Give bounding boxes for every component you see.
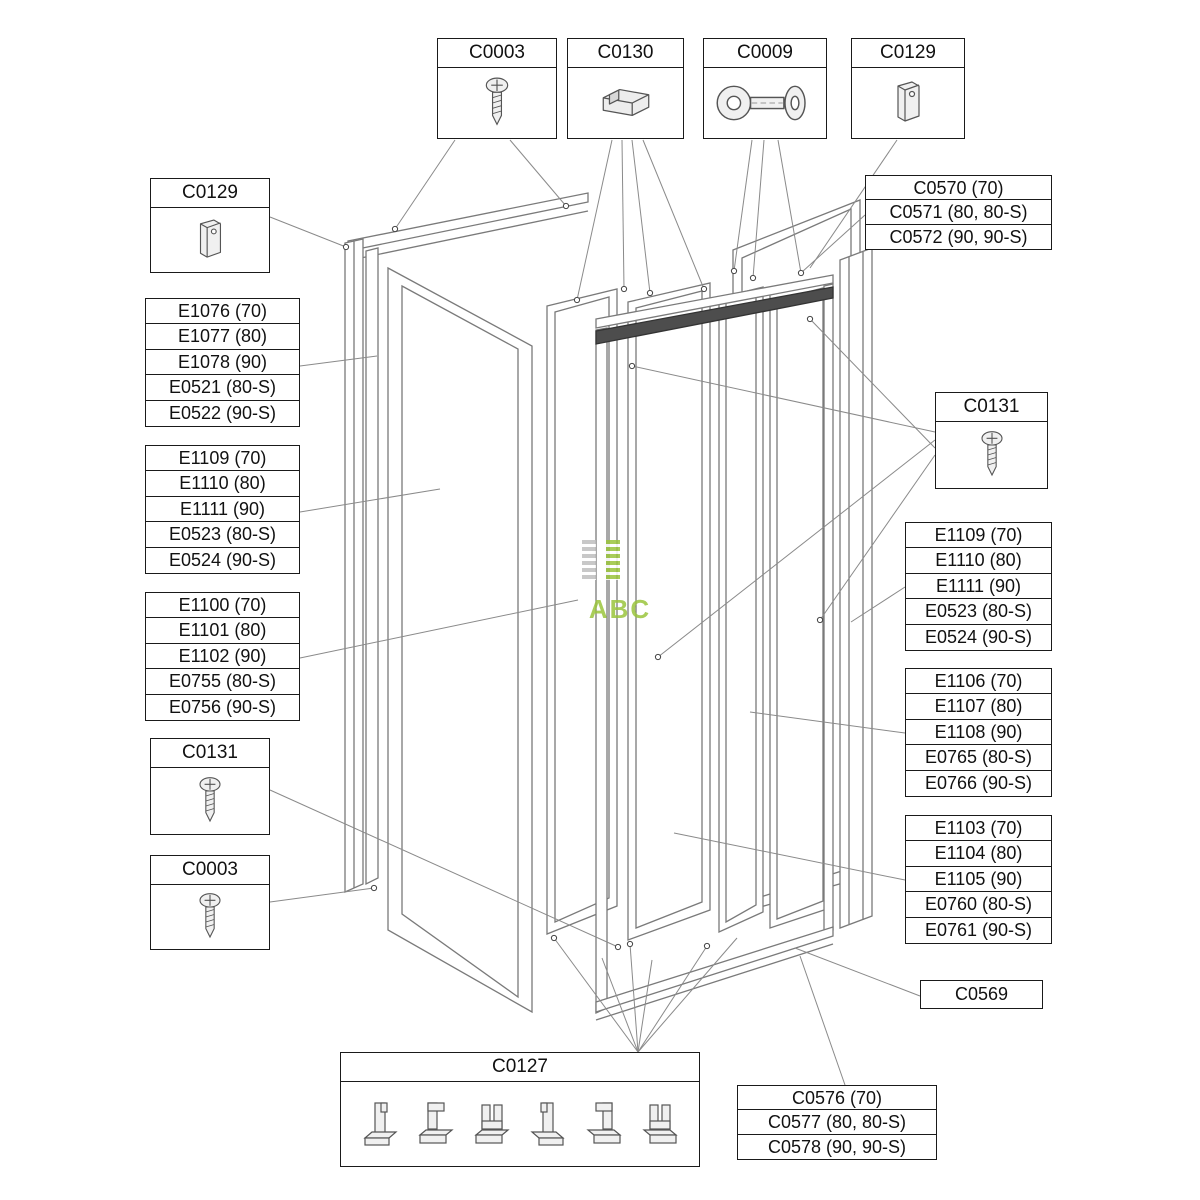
label-group-door-panel: E1103 (70) E1104 (80) E1105 (90) E0760 (… <box>905 815 1052 944</box>
part-label: E1111 (90) <box>145 495 300 523</box>
label-group-fixed-panel-right: E1109 (70) E1110 (80) E1111 (90) E0523 (… <box>905 522 1052 651</box>
part-box-c0131-left: C0131 <box>150 738 270 835</box>
part-label: E1110 (80) <box>145 470 300 498</box>
bracket-icon <box>897 81 920 122</box>
part-label: E1108 (90) <box>905 718 1052 746</box>
guide-icon <box>530 1102 565 1146</box>
part-label: E0522 (90-S) <box>145 399 300 427</box>
guide-icon <box>586 1102 622 1144</box>
bottom-rail <box>595 926 834 1013</box>
part-box-c0131-right: C0131 <box>935 392 1048 489</box>
label-group-wall-profiles: E1076 (70) E1077 (80) E1078 (90) E0521 (… <box>145 298 300 427</box>
part-label: E1106 (70) <box>905 668 1052 695</box>
part-label: E1107 (80) <box>905 693 1052 721</box>
part-label: E0755 (80-S) <box>145 668 300 696</box>
guide-icon <box>474 1104 510 1144</box>
watermark-text: ABC <box>588 594 652 624</box>
label-group-door-left: E1100 (70) E1101 (80) E1102 (90) E0755 (… <box>145 592 300 721</box>
part-box-c0129-top: C0129 <box>851 38 965 139</box>
screw-icon <box>199 777 221 823</box>
part-label: C0576 (70) <box>737 1085 937 1111</box>
part-label: E1105 (90) <box>905 865 1052 893</box>
part-label: C0127 <box>341 1053 699 1082</box>
part-label: E1101 (80) <box>145 617 300 645</box>
part-label: E0524 (90-S) <box>145 546 300 574</box>
part-label: C0129 <box>151 179 269 208</box>
part-label: C0578 (90, 90-S) <box>737 1133 937 1160</box>
top-rail-outline <box>595 274 834 329</box>
guide-icon <box>418 1102 454 1144</box>
part-label: E1076 (70) <box>145 298 300 325</box>
part-label: C0577 (80, 80-S) <box>737 1109 937 1136</box>
watermark: ABC <box>540 540 700 650</box>
part-label: E1109 (70) <box>145 445 300 472</box>
part-label: E0523 (80-S) <box>145 521 300 549</box>
top-left-rail <box>347 192 589 252</box>
part-box-c0009: C0009 <box>703 38 827 139</box>
part-label: C0130 <box>568 39 683 68</box>
part-label: E0521 (80-S) <box>145 374 300 402</box>
screw-icon <box>485 77 509 126</box>
part-label: E0766 (90-S) <box>905 769 1052 797</box>
screw-icon <box>199 893 221 939</box>
label-group-top-rail: C0570 (70) C0571 (80, 80-S) C0572 (90, 9… <box>865 175 1052 250</box>
part-label: E0523 (80-S) <box>905 598 1052 626</box>
part-box-c0003-left: C0003 <box>150 855 270 950</box>
part-label: E0765 (80-S) <box>905 744 1052 772</box>
frame-upright-left <box>595 327 608 1015</box>
bracket-icon <box>199 219 222 258</box>
label-group-middle-panel: E1106 (70) E1107 (80) E1108 (90) E0765 (… <box>905 668 1052 797</box>
part-label: C0131 <box>151 739 269 768</box>
roller-icon <box>716 85 806 121</box>
screw-icon <box>980 431 1003 477</box>
part-box-c0569: C0569 <box>920 980 1043 1009</box>
part-label: E1102 (90) <box>145 642 300 670</box>
part-label: C0129 <box>852 39 964 68</box>
part-label: E1078 (90) <box>145 348 300 376</box>
part-box-c0003-top: C0003 <box>437 38 557 139</box>
guide-icon <box>363 1102 398 1146</box>
part-label: C0570 (70) <box>865 175 1052 201</box>
part-label: C0003 <box>151 856 269 885</box>
part-label: E0524 (90-S) <box>905 623 1052 651</box>
part-label: E0760 (80-S) <box>905 891 1052 919</box>
part-label: E1100 (70) <box>145 592 300 619</box>
part-label: E1109 (70) <box>905 522 1052 549</box>
part-label: E1077 (80) <box>145 323 300 351</box>
part-box-c0129-left: C0129 <box>150 178 270 273</box>
part-label: E1110 (80) <box>905 547 1052 575</box>
part-label: C0572 (90, 90-S) <box>865 223 1052 250</box>
part-label: E1104 (80) <box>905 840 1052 868</box>
part-label: C0131 <box>936 393 1047 422</box>
guide-icon <box>642 1104 678 1144</box>
label-group-fixed-panel-left: E1109 (70) E1110 (80) E1111 (90) E0523 (… <box>145 445 300 574</box>
part-label: E1103 (70) <box>905 815 1052 842</box>
part-box-c0130: C0130 <box>567 38 684 139</box>
glider-icon <box>602 88 649 117</box>
part-label: E0761 (90-S) <box>905 916 1052 944</box>
label-group-bottom-rail: C0576 (70) C0577 (80, 80-S) C0578 (90, 9… <box>737 1085 937 1160</box>
frame-parts <box>344 192 873 1021</box>
leader-lines <box>269 139 936 1086</box>
part-label: E1111 (90) <box>905 572 1052 600</box>
part-label: E0756 (90-S) <box>145 693 300 721</box>
watermark-logo <box>582 540 700 580</box>
top-rail-dark <box>595 286 834 345</box>
part-box-c0127: C0127 <box>340 1052 700 1167</box>
part-label: C0571 (80, 80-S) <box>865 199 1052 226</box>
right-wall-profile <box>839 247 873 929</box>
fastener-points <box>342 202 824 951</box>
part-label: C0003 <box>438 39 556 68</box>
part-label: C0009 <box>704 39 826 68</box>
